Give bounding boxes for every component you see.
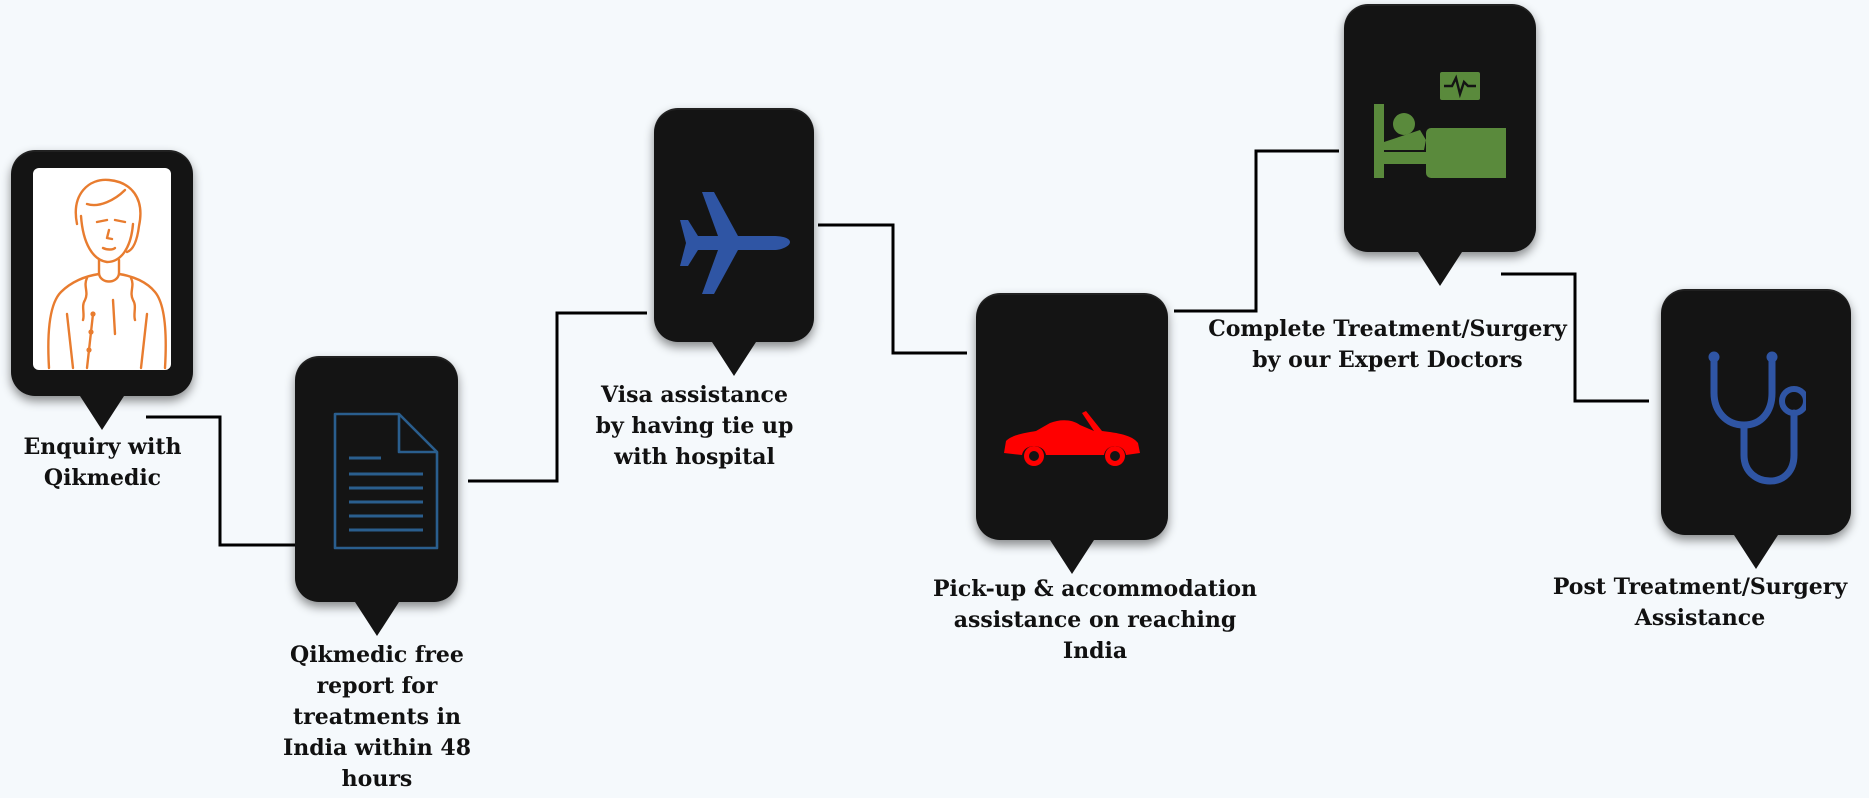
woman-avatar-icon [33,168,171,370]
step-label-report: Qikmedic free report for treatments in I… [282,642,472,792]
stethoscope-icon [1708,351,1806,485]
car-icon [1004,411,1140,466]
hospital-bed-icon [1374,72,1506,178]
step-label-treatment: Complete Treatment/Surgery by our Expert… [1208,316,1567,373]
document-icon [333,412,439,550]
step-label-enquiry: Enquiry with Qikmedic [23,434,182,491]
step-label-pickup: Pick-up & accommodation assistance on re… [932,576,1258,664]
connector-pickup-treatment [1174,149,1339,313]
connector-treatment-post [1501,272,1649,403]
connector-enquiry-report [146,415,295,547]
step-card-treatment [1344,4,1536,252]
step-label-visa: Visa assistance by having tie up with ho… [595,382,794,470]
airplane-icon [680,192,790,294]
step-card-visa [654,108,814,342]
step-card-pickup [976,293,1168,540]
step-card-enquiry [11,150,193,396]
connector-visa-pickup [818,223,967,355]
step-label-post: Post Treatment/Surgery Assistance [1552,574,1848,631]
step-card-report [295,356,458,602]
step-card-post [1661,289,1851,535]
connector-report-visa [468,311,647,483]
